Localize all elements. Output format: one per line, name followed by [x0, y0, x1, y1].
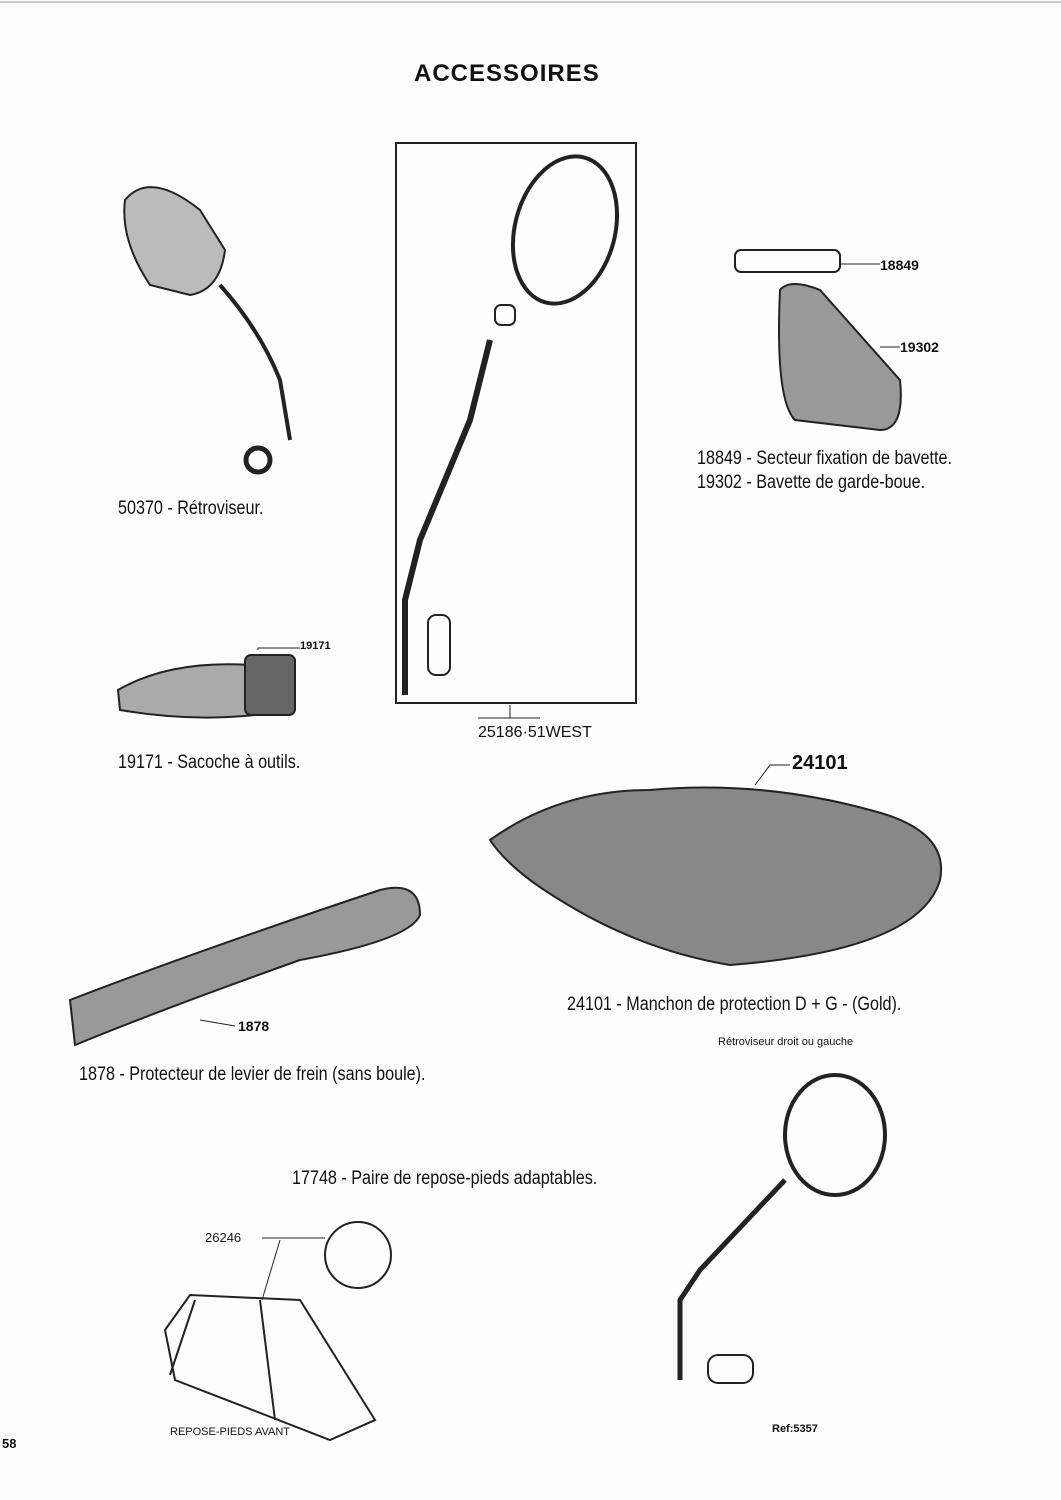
callout-19171: 19171	[300, 640, 331, 652]
callout-19302: 19302	[900, 339, 939, 355]
caption-bavette: 19302 - Bavette de garde-boue.	[697, 472, 926, 493]
callout-24101: 24101	[792, 752, 848, 774]
page-number: 58	[2, 1436, 17, 1451]
callout-18849: 18849	[880, 257, 919, 273]
caption-sacoche: 19171 - Sacoche à outils.	[118, 752, 301, 773]
page-title: ACCESSOIRES	[414, 60, 600, 87]
mirror-illustration	[123, 186, 292, 475]
note-retroviseur-droit-gauche: Rétroviseur droit ou gauche	[718, 1036, 854, 1048]
callout-1878: 1878	[238, 1018, 270, 1034]
mirror-kit-box	[395, 142, 637, 704]
reference: Ref:5357	[772, 1423, 818, 1435]
callout-25186: 25186·51WEST	[478, 724, 592, 741]
note-repose-pieds-avant: REPOSE-PIEDS AVANT	[170, 1426, 291, 1438]
caption-secteur: 18849 - Secteur fixation de bavette.	[697, 448, 952, 469]
caption-repose: 17748 - Paire de repose-pieds adaptables…	[292, 1168, 598, 1189]
caption-manchon: 24101 - Manchon de protection D + G - (G…	[567, 994, 902, 1015]
caption-protecteur: 1878 - Protecteur de levier de frein (sa…	[79, 1064, 426, 1085]
caption-retroviseur: 50370 - Rétroviseur.	[118, 498, 264, 519]
callout-26246: 26246	[205, 1230, 242, 1245]
